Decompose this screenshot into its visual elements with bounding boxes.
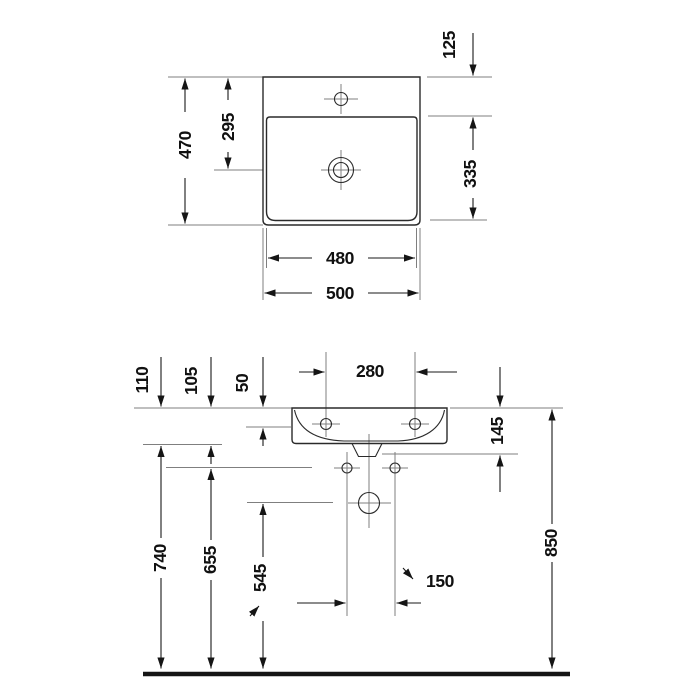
dim-150: 150: [297, 567, 455, 607]
dim-470: 470: [175, 78, 195, 224]
plan-view: 470 295 125 335 480 500: [168, 30, 492, 303]
dim-500: 500: [264, 283, 419, 303]
dim-740-label: 740: [150, 543, 170, 572]
dim-470-label: 470: [175, 130, 195, 159]
leader-arrow-icon: [402, 567, 414, 580]
dim-655-label: 655: [200, 545, 220, 574]
dim-655: 655: [200, 469, 220, 669]
tap-holes-front: [319, 417, 422, 431]
dim-280-label: 280: [356, 361, 385, 381]
dim-295: 295: [218, 78, 238, 169]
front-extension-lines: [134, 352, 563, 616]
dim-145-label: 145: [487, 416, 507, 445]
faucet-hole-plan: [324, 84, 358, 114]
dim-110-label: 110: [132, 366, 152, 394]
dim-125: 125: [439, 30, 477, 76]
plan-extension-lines: [168, 76, 492, 300]
front-view: 110 105 50 280 145 7: [132, 352, 570, 677]
dim-105-label: 105: [181, 366, 201, 395]
drain-outlet: [351, 443, 383, 458]
dim-480-label: 480: [326, 248, 355, 268]
dim-480: 480: [268, 248, 415, 268]
dim-105: 105: [181, 357, 215, 464]
dim-150-label: 150: [426, 571, 455, 591]
dim-280: 280: [299, 361, 457, 381]
dim-500-label: 500: [326, 283, 355, 303]
dim-110: 110: [132, 357, 165, 407]
dim-335: 335: [460, 117, 480, 219]
basin-front-outline: [291, 407, 448, 458]
bowl-curve: [293, 409, 446, 442]
dim-740: 740: [150, 446, 170, 669]
dim-335-label: 335: [460, 159, 480, 188]
dim-125-label: 125: [439, 30, 459, 59]
leader-arrow-icon: [248, 605, 260, 617]
dim-295-label: 295: [218, 112, 238, 141]
dim-850: 850: [541, 409, 561, 669]
trap-outlet: [357, 491, 381, 515]
basin-plan-outline: [262, 76, 421, 226]
dim-145: 145: [487, 367, 507, 492]
dim-545-label: 545: [250, 563, 270, 592]
dim-50: 50: [232, 357, 267, 446]
fixing-holes: [341, 462, 401, 474]
dim-850-label: 850: [541, 528, 561, 557]
dim-545: 545: [248, 504, 270, 669]
drain-plan: [321, 150, 361, 190]
dim-50-label: 50: [232, 373, 252, 392]
